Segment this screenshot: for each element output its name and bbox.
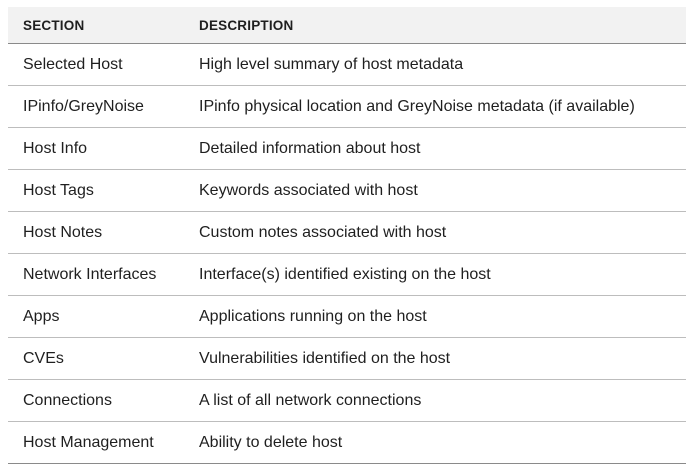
row-section: Host Notes bbox=[8, 211, 184, 254]
table-row: Selected Host High level summary of host… bbox=[8, 43, 686, 86]
table-row: CVEs Vulnerabilities identified on the h… bbox=[8, 337, 686, 380]
row-description: A list of all network connections bbox=[184, 379, 686, 422]
row-description: Ability to delete host bbox=[184, 421, 686, 464]
row-description: IPinfo physical location and GreyNoise m… bbox=[184, 85, 686, 128]
row-section: Host Tags bbox=[8, 169, 184, 212]
row-section: CVEs bbox=[8, 337, 184, 380]
header-section: SECTION bbox=[8, 7, 184, 44]
header-row: SECTION DESCRIPTION bbox=[8, 7, 686, 44]
row-description: Keywords associated with host bbox=[184, 169, 686, 212]
table-row: Host Management Ability to delete host bbox=[8, 421, 686, 464]
row-section: Host Management bbox=[8, 421, 184, 464]
row-description: Applications running on the host bbox=[184, 295, 686, 338]
row-section: IPinfo/GreyNoise bbox=[8, 85, 184, 128]
row-section: Apps bbox=[8, 295, 184, 338]
table-header: SECTION DESCRIPTION bbox=[8, 7, 686, 44]
table-row: Host Notes Custom notes associated with … bbox=[8, 211, 686, 254]
table-row: Connections A list of all network connec… bbox=[8, 379, 686, 422]
table-row: Host Tags Keywords associated with host bbox=[8, 169, 686, 212]
table-body: Selected Host High level summary of host… bbox=[8, 43, 686, 464]
row-description: Vulnerabilities identified on the host bbox=[184, 337, 686, 380]
table-row: Host Info Detailed information about hos… bbox=[8, 127, 686, 170]
row-description: Interface(s) identified existing on the … bbox=[184, 253, 686, 296]
row-description: High level summary of host metadata bbox=[184, 43, 686, 86]
row-section: Connections bbox=[8, 379, 184, 422]
table-row: Apps Applications running on the host bbox=[8, 295, 686, 338]
table-row: IPinfo/GreyNoise IPinfo physical locatio… bbox=[8, 85, 686, 128]
sections-table-container: SECTION DESCRIPTION Selected Host High l… bbox=[8, 7, 686, 464]
table-row: Network Interfaces Interface(s) identifi… bbox=[8, 253, 686, 296]
row-description: Custom notes associated with host bbox=[184, 211, 686, 254]
row-section: Host Info bbox=[8, 127, 184, 170]
header-description: DESCRIPTION bbox=[184, 7, 686, 44]
row-section: Network Interfaces bbox=[8, 253, 184, 296]
sections-table: SECTION DESCRIPTION Selected Host High l… bbox=[8, 7, 686, 464]
row-description: Detailed information about host bbox=[184, 127, 686, 170]
row-section: Selected Host bbox=[8, 43, 184, 86]
